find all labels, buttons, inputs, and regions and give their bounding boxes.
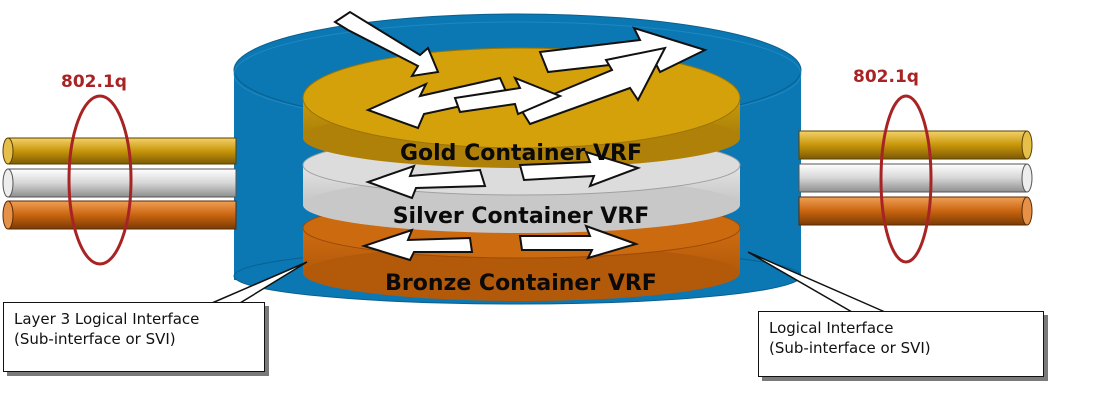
dot1q-ring-left xyxy=(67,94,133,266)
arrow-silver-right xyxy=(518,150,642,188)
vrf-label-silver: Silver Container VRF xyxy=(393,204,650,229)
callout-left-line1: Layer 3 Logical Interface xyxy=(14,310,200,328)
cable-silver-right xyxy=(798,163,1033,193)
routing-arrows-top xyxy=(333,10,708,130)
cable-bronze-left xyxy=(2,200,237,230)
arrow-bronze-right xyxy=(518,224,640,260)
callout-right: Logical Interface (Sub-interface or SVI) xyxy=(758,311,1044,377)
callout-right-line1: Logical Interface xyxy=(769,319,894,337)
arrow-top-left xyxy=(333,10,440,78)
callout-left-line2: (Sub-interface or SVI) xyxy=(14,330,176,348)
cable-gold-right xyxy=(798,130,1033,160)
arrow-gold-center xyxy=(453,76,563,116)
arrow-bronze-left xyxy=(360,228,474,262)
cable-silver-left xyxy=(2,168,237,198)
routing-arrows-bronze xyxy=(360,224,640,262)
vrf-label-gold: Gold Container VRF xyxy=(400,141,642,166)
right-trunk xyxy=(798,130,1033,226)
arrow-gold-right-up xyxy=(518,46,667,126)
arrow-silver-left xyxy=(365,164,487,200)
cable-gold-left xyxy=(2,137,237,165)
dot1q-ring-right xyxy=(879,94,933,264)
callout-right-line2: (Sub-interface or SVI) xyxy=(769,339,931,357)
routing-arrows-silver xyxy=(365,150,642,200)
dot1q-label-right: 802.1q xyxy=(853,67,919,87)
arrow-top-right xyxy=(538,26,708,74)
vrf-label-bronze: Bronze Container VRF xyxy=(385,271,657,296)
cable-bronze-right xyxy=(798,196,1033,226)
callout-left: Layer 3 Logical Interface (Sub-interface… xyxy=(3,302,265,372)
left-trunk xyxy=(2,137,237,230)
dot1q-label-left: 802.1q xyxy=(61,72,127,92)
